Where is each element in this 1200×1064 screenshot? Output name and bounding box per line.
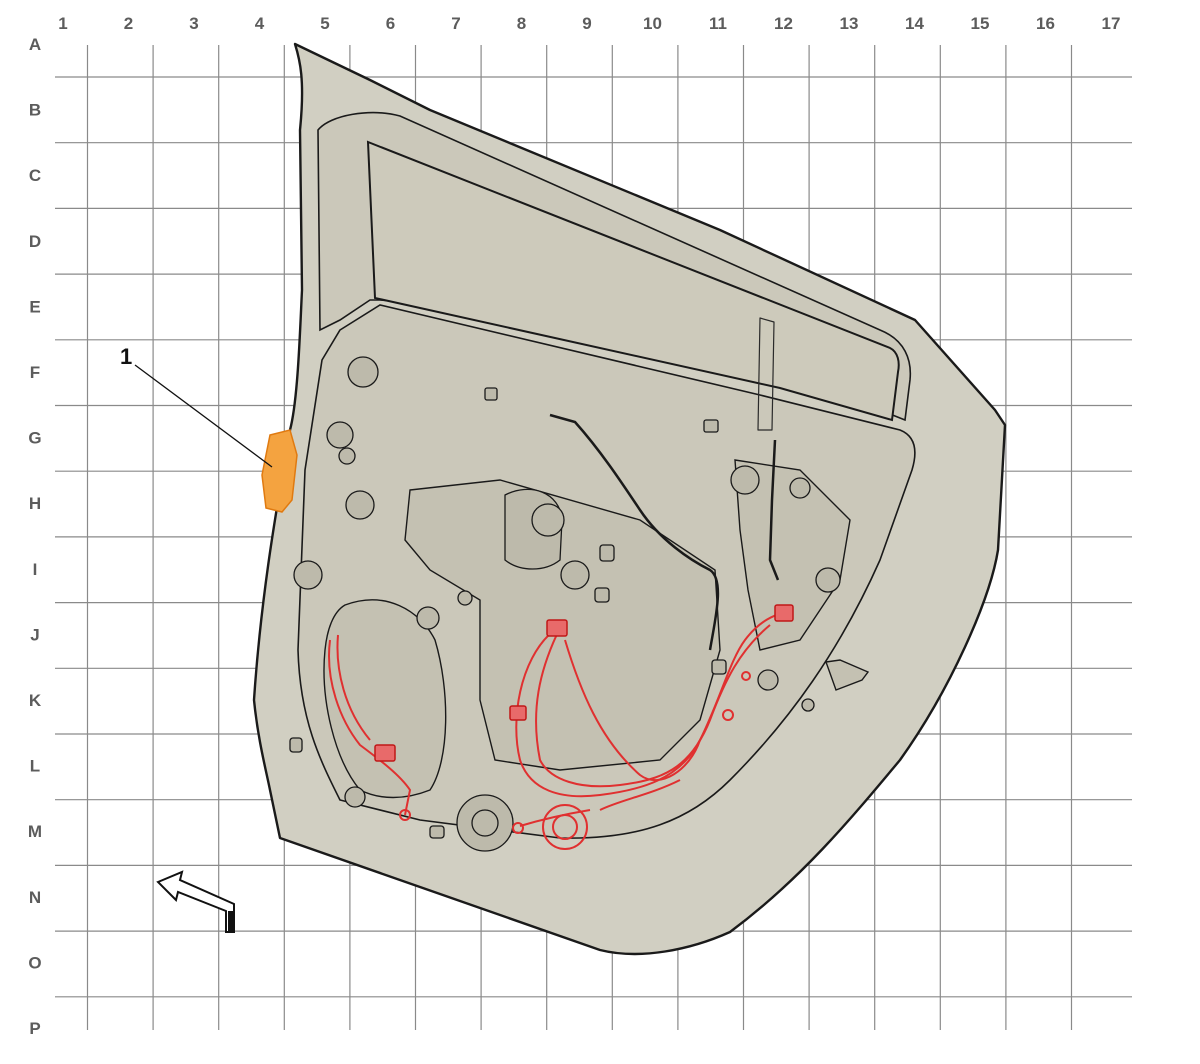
grid-row-label: C	[29, 166, 41, 185]
window-run-channel	[757, 317, 775, 431]
control-cable	[549, 413, 720, 651]
clip	[711, 659, 727, 675]
wiring-connector	[546, 619, 568, 637]
grommet	[345, 490, 375, 520]
grid-column-label: 13	[840, 14, 859, 33]
grid-column-label: 9	[582, 14, 591, 33]
grid-row-label: K	[29, 691, 42, 710]
harness-clip	[399, 809, 411, 821]
clip	[484, 387, 498, 401]
grid-column-label: 12	[774, 14, 793, 33]
wiring-connector	[509, 705, 527, 721]
grid-column-label: 3	[189, 14, 198, 33]
grid-row-label: L	[30, 757, 40, 776]
grid-column-label: 6	[386, 14, 395, 33]
grid-row-label: H	[29, 494, 41, 513]
grid-row-label: F	[30, 363, 40, 382]
grid-column-label: 16	[1036, 14, 1055, 33]
grid-column-label: 10	[643, 14, 662, 33]
grommet	[457, 590, 473, 606]
grid-row-label: A	[29, 35, 41, 54]
clip	[599, 544, 615, 562]
grid-row-label: O	[28, 953, 41, 972]
grid-row-label: D	[29, 232, 41, 251]
lock-cable	[768, 439, 780, 581]
grid-column-label: 11	[709, 14, 727, 33]
harness-grommet	[542, 804, 588, 850]
wiring-connector	[374, 744, 396, 762]
forward-direction-arrow-shadow	[228, 911, 234, 932]
grommet	[730, 465, 760, 495]
grid-row-label: N	[29, 888, 41, 907]
wiring-harness	[328, 611, 786, 827]
grid-row-label: E	[29, 297, 40, 316]
wiring-connector	[774, 604, 794, 622]
grid-column-label: 14	[905, 14, 924, 33]
grommet	[293, 560, 323, 590]
clip	[594, 587, 610, 603]
grid-column-label: 15	[971, 14, 990, 33]
grommet	[344, 786, 366, 808]
grid-column-label: 5	[320, 14, 329, 33]
clip	[289, 737, 303, 753]
drain-grommet-inner	[471, 809, 499, 837]
callout-leader-line	[134, 364, 273, 468]
grid-row-label: I	[33, 560, 38, 579]
grid-row-label: J	[30, 625, 39, 644]
grid-row-label: P	[29, 1019, 40, 1038]
grommet	[789, 477, 811, 499]
clip	[703, 419, 719, 433]
forward-direction-arrow	[156, 870, 235, 933]
handle-bracket	[825, 659, 870, 691]
grid-row-label: G	[28, 429, 41, 448]
grommet	[560, 560, 590, 590]
grommet	[347, 356, 379, 388]
grid-column-label: 4	[255, 14, 265, 33]
grid-column-label: 8	[517, 14, 526, 33]
grid-row-labels: A B C D E F G H I J K L M N O P	[28, 35, 42, 1038]
window-glass	[366, 140, 900, 422]
harness-clip	[722, 709, 734, 721]
highlighted-component	[261, 429, 298, 513]
speaker-cutout	[323, 599, 447, 799]
grid-row-label: B	[29, 101, 41, 120]
grommet	[338, 447, 356, 465]
lock-module	[734, 459, 851, 651]
grid-row-label: M	[28, 822, 42, 841]
callout-label: 1	[120, 344, 132, 369]
grid-column-label: 7	[451, 14, 460, 33]
harness-clip	[741, 671, 751, 681]
grid-column-label: 17	[1102, 14, 1121, 33]
grommet	[801, 698, 815, 712]
grommet	[326, 421, 354, 449]
grommet	[757, 669, 779, 691]
grommet	[815, 567, 841, 593]
grommet	[416, 606, 440, 630]
grommet	[531, 503, 565, 537]
grid-column-label: 2	[124, 14, 133, 33]
grid-column-label: 1	[58, 14, 67, 33]
harness-clip	[512, 822, 524, 834]
rear-door-assembly	[252, 42, 1007, 956]
clip	[429, 825, 445, 839]
harness-grommet-inner	[552, 814, 578, 840]
